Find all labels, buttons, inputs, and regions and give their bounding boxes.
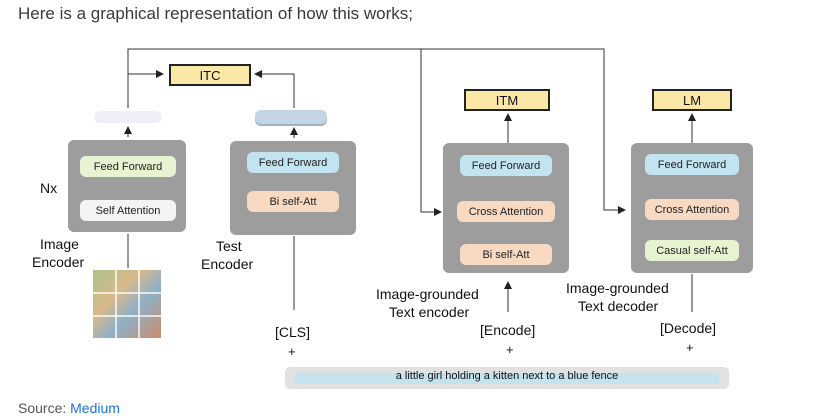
input-image-thumbnail bbox=[93, 270, 161, 338]
encode-token: [Encode] bbox=[480, 322, 536, 338]
text-bi-self-att: Bi self-Att bbox=[247, 191, 339, 212]
image-encoder-label-1: Image bbox=[40, 236, 79, 252]
cls-token: [CLS] bbox=[275, 324, 311, 340]
intro-text: Here is a graphical representation of ho… bbox=[18, 4, 413, 23]
grounded-encoder-label-2: Text encoder bbox=[389, 304, 470, 320]
text-encoder-label-2: Encoder bbox=[201, 256, 254, 272]
grounded-decoder-feed-forward: Feed Forward bbox=[645, 154, 739, 175]
input-caption-text: a little girl holding a kitten next to a… bbox=[395, 370, 619, 382]
cls-plus: + bbox=[288, 344, 296, 359]
text-feed-forward: Feed Forward bbox=[247, 152, 339, 173]
itm-head: ITM bbox=[464, 89, 550, 111]
decode-plus: + bbox=[686, 340, 694, 355]
text-encoder-label-1: Test bbox=[216, 238, 242, 254]
itc-head: ITC bbox=[169, 64, 251, 86]
grounded-decoder-cross-attention: Cross Attention bbox=[645, 199, 739, 220]
image-encoder-label-2: Encoder bbox=[32, 254, 85, 270]
image-feed-forward: Feed Forward bbox=[80, 156, 176, 177]
grounded-decoder-casual-self-att: Casual self-Att bbox=[645, 240, 739, 261]
grounded-encoder-feed-forward: Feed Forward bbox=[460, 155, 552, 176]
grounded-decoder-label-1: Image-grounded bbox=[566, 280, 669, 296]
encode-plus: + bbox=[506, 342, 514, 357]
source-prefix: Source: bbox=[18, 400, 71, 416]
input-caption-bar: a little girl holding a kitten next to a… bbox=[285, 367, 729, 389]
nx-label: Nx bbox=[40, 180, 58, 196]
grounded-encoder-cross-attention: Cross Attention bbox=[457, 201, 555, 222]
grounded-encoder-bi-self-att: Bi self-Att bbox=[460, 244, 552, 265]
image-embedding-bar bbox=[94, 111, 162, 123]
source-link[interactable]: Medium bbox=[70, 400, 120, 416]
image-self-attention: Self Attention bbox=[80, 200, 176, 221]
source-line: Source: Medium bbox=[18, 400, 120, 416]
decode-token: [Decode] bbox=[660, 320, 717, 336]
grounded-encoder-label-1: Image-grounded bbox=[376, 286, 479, 302]
grounded-decoder-label-2: Text decoder bbox=[578, 298, 659, 314]
lm-head: LM bbox=[652, 89, 732, 111]
text-embedding-bar bbox=[255, 110, 327, 124]
